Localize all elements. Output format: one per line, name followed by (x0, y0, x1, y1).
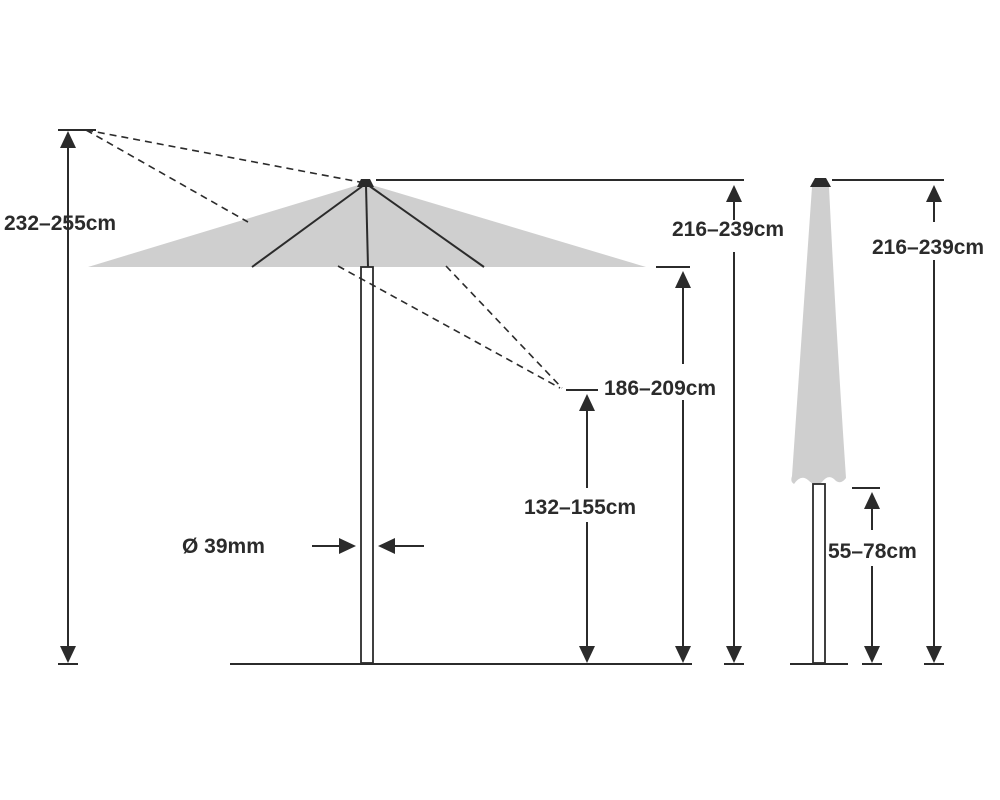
label-pole-diameter: Ø 39mm (182, 535, 265, 558)
label-closed-clearance: 55–78cm (828, 540, 917, 563)
closed-top-cap (810, 178, 831, 187)
canopy-rib-left (251, 184, 365, 268)
tilted-canopy-outline (85, 129, 563, 389)
dimension-open-top-height (376, 179, 744, 665)
open-umbrella-pole (360, 266, 374, 664)
dimension-pole-diameter (312, 538, 424, 554)
label-closed-height: 216–239cm (872, 236, 984, 259)
dimension-closed-clearance (852, 487, 882, 665)
closed-canopy (791, 187, 846, 485)
label-open-edge-height: 186–209cm (604, 377, 716, 400)
closed-umbrella (790, 178, 848, 665)
dimension-closed-height (832, 179, 944, 665)
dimension-open-edge-height (656, 266, 691, 663)
canopy-rib-right (367, 184, 485, 268)
open-umbrella (88, 179, 692, 665)
canopy-top-cap (357, 179, 374, 187)
label-tilted-edge-height: 132–155cm (524, 496, 636, 519)
dimension-total-height-tilted (58, 129, 96, 665)
closed-umbrella-pole (812, 483, 826, 664)
canopy-rib-center (365, 184, 369, 268)
dimension-tilted-edge-height (566, 389, 598, 663)
label-open-top-height: 216–239cm (672, 218, 784, 241)
label-total-height-tilted: 232–255cm (4, 212, 116, 235)
